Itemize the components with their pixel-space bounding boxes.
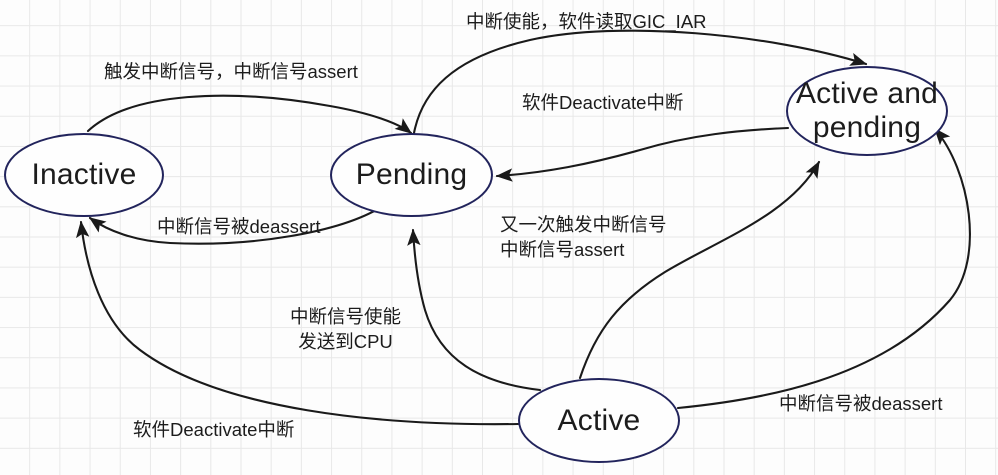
edge-label-active-to-active-and-pending-right: 中断信号被deassert xyxy=(779,393,943,414)
edge-label-active-to-inactive: 软件Deactivate中断 xyxy=(133,419,295,440)
edge-active-to-active-and-pending xyxy=(578,160,821,380)
edge-pending-to-inactive xyxy=(88,204,385,245)
state-node-inactive[interactable]: Inactive xyxy=(4,133,164,217)
edge-active-to-active-and-pending-right xyxy=(676,127,971,410)
edge-active-to-inactive xyxy=(76,220,520,426)
edge-pending-to-active-and-pending xyxy=(412,29,868,135)
edge-active-and-pending-to-pending xyxy=(495,126,790,182)
state-node-active-label: Active xyxy=(557,403,641,437)
edge-label-active-to-active-and-pending: 又一次触发中断信号 中断信号assert xyxy=(500,214,667,260)
state-node-inactive-label: Inactive xyxy=(31,158,137,192)
edge-label-pending-to-inactive: 中断信号被deassert xyxy=(157,216,321,237)
state-node-active-and-pending-label: Active and pending xyxy=(795,77,939,144)
edge-label-active-to-pending: 中断信号使能 发送到CPU xyxy=(290,306,402,352)
state-node-active[interactable]: Active xyxy=(518,378,680,463)
edge-label-inactive-to-pending: 触发中断信号，中断信号assert xyxy=(104,61,358,82)
state-node-active-and-pending[interactable]: Active and pending xyxy=(786,66,948,156)
edge-label-active-and-pending-to-pending: 软件Deactivate中断 xyxy=(522,92,684,113)
state-node-pending[interactable]: Pending xyxy=(330,133,493,217)
edge-label-pending-to-active-and-pending: 中断使能，软件读取GIC_IAR xyxy=(466,11,707,32)
edge-inactive-to-pending xyxy=(86,94,413,135)
edge-active-to-pending xyxy=(407,228,542,392)
state-node-pending-label: Pending xyxy=(355,158,468,192)
